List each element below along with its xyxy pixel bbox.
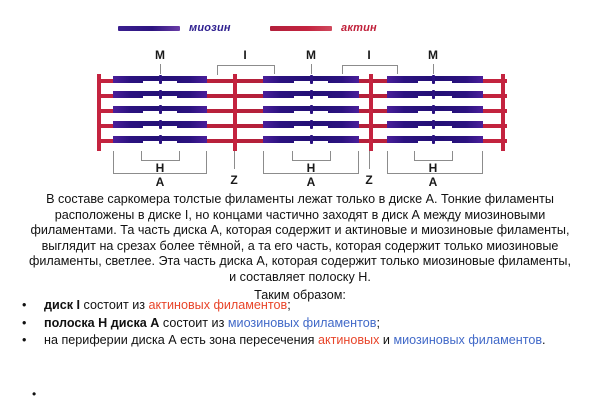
m-line-cross: [159, 120, 162, 129]
text-run-plain: состоит из: [83, 298, 149, 312]
legend-item-actin: актин: [270, 22, 377, 34]
m-line-cross: [159, 135, 162, 144]
text-run-plain: .: [542, 333, 546, 347]
label-m-3: M: [428, 48, 438, 62]
m-line-cross: [432, 120, 435, 129]
tick-z-1: [234, 151, 235, 169]
z-line-2: [369, 74, 373, 151]
m-line-cross: [159, 105, 162, 114]
list-bullet: •: [22, 315, 27, 330]
text-run-plain: ;: [287, 298, 291, 312]
tick-z-2: [369, 151, 370, 169]
z-line-1: [233, 74, 237, 151]
text-run-red: актиновых: [317, 333, 380, 347]
label-z-2: Z: [365, 173, 373, 187]
myosin-filament-row: [387, 121, 483, 128]
tick-m-2: [311, 64, 312, 74]
list-item: • полоска Н диска А состоит из миозиновы…: [10, 315, 590, 333]
bracket-a-1: [113, 151, 207, 174]
h-zone-gap: [418, 111, 452, 114]
legend-item-myosin: миозин: [118, 22, 231, 34]
m-line-cross: [310, 135, 313, 144]
myosin-filament-row: [387, 106, 483, 113]
diagram-top-labels: M I M I M: [97, 48, 507, 75]
label-a-1: A: [155, 175, 165, 189]
actin-color-swatch: [270, 25, 332, 31]
list-item: • на периферии диска А есть зона пересеч…: [10, 332, 590, 350]
legend: миозин актин: [118, 22, 448, 40]
text-run-plain: и: [379, 333, 394, 347]
text-run-bold: диск I: [44, 298, 84, 312]
myosin-filament-row: [387, 91, 483, 98]
myosin-filament-row: [387, 136, 483, 143]
m-line-cross: [432, 90, 435, 99]
text-run-blue: миозиновых филаментов: [393, 333, 543, 347]
list-item-content: полоска Н диска А состоит из миозиновых …: [44, 316, 380, 330]
bracket-a-2: [263, 151, 359, 174]
diagram-bottom-labels: H H H A A A Z Z: [97, 151, 507, 190]
tick-m-1: [160, 64, 161, 74]
text-run-plain: ;: [376, 315, 380, 330]
m-line-cross: [432, 135, 435, 144]
list-bullet: •: [22, 333, 27, 347]
m-line-cross: [310, 120, 313, 129]
m-line-cross: [432, 75, 435, 84]
h-zone-gap: [418, 126, 452, 129]
paragraph-bullet: •: [32, 387, 37, 401]
label-a-2: A: [306, 175, 316, 189]
m-line-cross: [310, 105, 313, 114]
conclusion-intro: Таким образом:: [254, 287, 346, 302]
m-line-cross: [310, 90, 313, 99]
list-item-content: диск I состоит из актиновых филаментов;: [44, 298, 291, 312]
bracket-a-3: [387, 151, 483, 174]
z-line-left-edge: [97, 74, 101, 151]
paragraph-text: В составе саркомера толстые филаменты ле…: [29, 192, 571, 284]
list-item-content: на периферии диска А есть зона пересечен…: [44, 333, 546, 347]
m-line-cross: [432, 105, 435, 114]
bracket-h-3: [414, 151, 453, 161]
text-run-plain: состоит из: [162, 315, 228, 330]
m-line-cross: [159, 75, 162, 84]
m-line-cross: [159, 90, 162, 99]
m-line-cross: [310, 75, 313, 84]
label-m-1: M: [155, 48, 165, 62]
text-run-bold: полоска Н диска А: [44, 315, 163, 330]
label-z-1: Z: [230, 173, 238, 187]
myosin-filament-row: [387, 76, 483, 83]
label-h-3: H: [428, 161, 438, 175]
h-zone-gap: [418, 96, 452, 99]
list-bullet: •: [22, 298, 27, 312]
list-item: • диск I состоит из актиновых филаментов…: [10, 297, 590, 315]
h-zone-gap: [418, 141, 452, 144]
label-a-3: A: [428, 175, 438, 189]
z-line-right-edge: [501, 74, 505, 151]
text-run-red: актиновых филаментов: [148, 298, 288, 312]
text-run-blue: миозиновых филаментов: [227, 315, 377, 330]
filament-band-area: [97, 74, 507, 151]
label-m-2: M: [306, 48, 316, 62]
legend-label-actin: актин: [341, 22, 377, 34]
tick-m-3: [433, 64, 434, 74]
bracket-i-2: [342, 65, 398, 75]
label-i-1: I: [243, 48, 247, 62]
bracket-h-1: [141, 151, 180, 161]
text-run-plain: на периферии диска А есть зона пересечен…: [44, 333, 318, 347]
bracket-i-1: [217, 65, 275, 75]
legend-label-myosin: миозин: [189, 22, 231, 34]
label-h-2: H: [306, 161, 316, 175]
h-zone-gap: [418, 81, 452, 84]
conclusion-list: • диск I состоит из актиновых филаментов…: [10, 297, 590, 350]
label-i-2: I: [367, 48, 371, 62]
myosin-color-swatch: [118, 25, 180, 31]
bracket-h-2: [292, 151, 331, 161]
description-block: • В составе саркомера толстые филаменты …: [10, 192, 590, 401]
label-h-1: H: [155, 161, 165, 175]
sarcomere-diagram: M I M I M: [97, 48, 507, 190]
